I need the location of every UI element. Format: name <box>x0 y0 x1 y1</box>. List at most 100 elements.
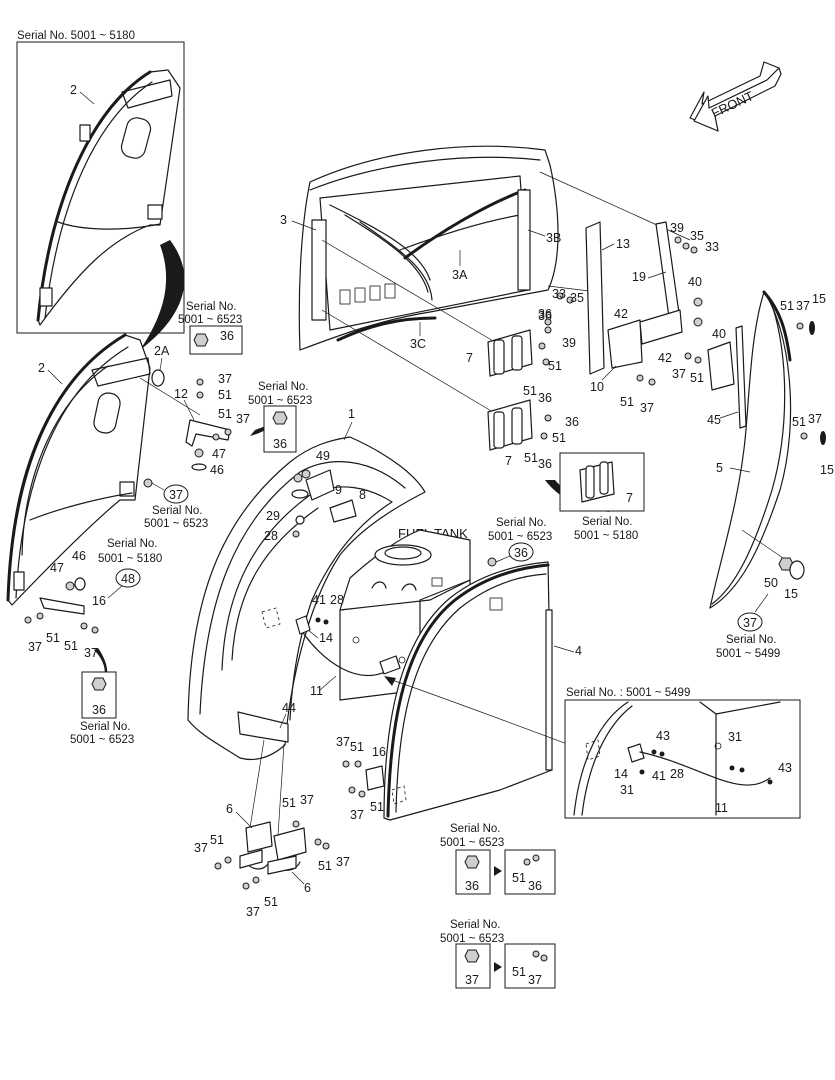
label-part-37-j: 37 <box>350 808 364 822</box>
label-part-16-b: 16 <box>372 745 386 759</box>
serial-no-label-1: Serial No. <box>186 301 237 313</box>
label-part-19: 19 <box>632 270 646 284</box>
label-part-15-b: 15 <box>820 463 834 477</box>
nut-icon <box>464 855 480 869</box>
arrow-right-icon <box>494 962 502 972</box>
label-part-36-circled: 36 <box>514 546 528 560</box>
nut-icon <box>272 411 288 425</box>
serial-no-label-7: Serial No. <box>726 634 777 646</box>
label-part-51-c: 51 <box>46 631 60 645</box>
label-part-15-c: 15 <box>784 587 798 601</box>
label-part-7-a: 7 <box>466 351 473 365</box>
replacement-37-to-51-37: Serial No. 5001 ~ 6523 37 51 37 <box>440 919 556 989</box>
serial-no-label-4: Serial No. <box>107 538 158 550</box>
inset-door-early-serial: Serial No. 5001 ~ 5180 2 <box>16 30 185 334</box>
label-part-51-d: 51 <box>64 639 78 653</box>
label-part-10: 10 <box>590 380 604 394</box>
label-part-8: 8 <box>359 488 366 502</box>
arrow-right-icon <box>494 866 502 876</box>
label-part-37-n: 37 <box>246 905 260 919</box>
label-part-45: 45 <box>707 413 721 427</box>
label-part-39-a: 39 <box>670 221 684 235</box>
label-part-6-b: 6 <box>304 881 311 895</box>
serial-range-label-3: 5001 ~ 6523 <box>144 518 208 530</box>
label-part-40-a: 40 <box>688 275 702 289</box>
label-part-51-n: 51 <box>370 800 384 814</box>
label-part-35-a: 35 <box>690 229 704 243</box>
serial-no-label-8: Serial No. <box>496 517 547 529</box>
label-part-11-b: 11 <box>715 801 728 815</box>
label-part-7-c: 7 <box>626 491 633 505</box>
label-part-37-h: 37 <box>808 412 822 426</box>
label-part-36-box2: 36 <box>273 437 287 451</box>
latch-assembly: 49 9 8 29 28 <box>264 449 366 543</box>
label-part-42-b: 42 <box>658 351 672 365</box>
inset-serial-label: Serial No. 5001 ~ 5180 <box>17 30 135 42</box>
hinge-inset-5180: 7 Serial No. 5001 ~ 5180 <box>559 452 645 542</box>
serial-range-label-8: 5001 ~ 6523 <box>488 531 552 543</box>
label-part-13: 13 <box>616 237 630 251</box>
serial-no-label-5: Serial No. <box>80 721 131 733</box>
serial-range-label-4: 5001 ~ 5180 <box>98 553 162 565</box>
label-part-31-b: 31 <box>620 783 634 797</box>
serial-no-label-10: Serial No. <box>450 919 501 931</box>
label-part-49: 49 <box>316 449 330 463</box>
label-part-37-d: 37 <box>84 646 98 660</box>
label-part-43-a: 43 <box>656 729 670 743</box>
nut-icon <box>91 677 107 691</box>
door-hinge-group: 2A 12 37 51 51 37 47 46 <box>139 344 250 477</box>
inset-leader-arrow <box>384 676 396 686</box>
label-part-51-g: 51 <box>552 431 566 445</box>
door-lower-callouts: 37 Serial No. 5001 ~ 6523 46 47 Serial N… <box>24 478 208 746</box>
label-part-37-circled: 37 <box>169 488 183 502</box>
label-part-33-b: 33 <box>552 287 566 301</box>
label-part-12: 12 <box>174 387 188 401</box>
serial-range-label-2: 5001 ~ 6523 <box>248 395 312 407</box>
label-part-36-d: 36 <box>538 457 552 471</box>
washer-icon <box>532 950 540 958</box>
label-part-28-a: 28 <box>264 529 278 543</box>
label-part-2-early: 2 <box>70 83 77 97</box>
inset-link-ribbon-4 <box>250 412 282 436</box>
label-part-51-box1: 51 <box>512 871 526 885</box>
label-part-3: 3 <box>280 213 287 227</box>
label-part-36-box1: 36 <box>220 329 234 343</box>
serial-range-label-6: 5001 ~ 5180 <box>574 530 638 542</box>
serial-no-label-6: Serial No. <box>582 516 633 528</box>
label-part-29: 29 <box>266 509 280 523</box>
bolt-icon <box>532 854 540 862</box>
label-part-46-b: 46 <box>72 549 86 563</box>
label-part-31-a: 31 <box>728 730 742 744</box>
serial-no-label-2: Serial No. <box>258 381 309 393</box>
hinge-upper: 7 51 51 36 36 <box>466 309 562 405</box>
label-part-47-b: 47 <box>50 561 64 575</box>
washer-icon <box>523 858 531 866</box>
label-part-37-box2: 37 <box>528 973 542 987</box>
replacement-36-to-51-36: Serial No. 5001 ~ 6523 36 51 36 <box>440 823 556 895</box>
label-part-37-box1: 37 <box>465 973 479 987</box>
inset-cable-detail: Serial No. : 5001 ~ 5499 43 31 14 41 28 … <box>564 687 801 819</box>
label-part-36-c: 36 <box>565 415 579 429</box>
label-part-37-a: 37 <box>218 372 232 386</box>
label-part-51-j: 51 <box>690 371 704 385</box>
label-part-51-i: 51 <box>620 395 634 409</box>
label-part-37-c: 37 <box>28 640 42 654</box>
bracket-assembly: 33 35 36 39 42 42 10 51 37 40 40 37 51 <box>538 275 735 415</box>
serial-range-label-5: 5001 ~ 6523 <box>70 734 134 746</box>
bolt-icon <box>540 954 548 962</box>
label-part-37-k: 37 <box>300 793 314 807</box>
label-part-51-a: 51 <box>218 388 232 402</box>
serial-callout-36-upper: Serial No. 5001 ~ 6523 36 <box>178 301 243 355</box>
label-part-36-e: 36 <box>538 307 552 321</box>
label-part-37-g: 37 <box>796 299 810 313</box>
label-part-15-a: 15 <box>812 292 826 306</box>
label-part-51-p: 51 <box>210 833 224 847</box>
label-part-2A: 2A <box>154 344 170 358</box>
label-part-51-l: 51 <box>792 415 806 429</box>
label-part-47-a: 47 <box>212 447 226 461</box>
label-part-37-b: 37 <box>236 412 250 426</box>
label-part-37-f: 37 <box>672 367 686 381</box>
side-strips: 13 19 39 35 33 <box>585 221 719 375</box>
label-part-11-a: 11 <box>310 684 323 698</box>
